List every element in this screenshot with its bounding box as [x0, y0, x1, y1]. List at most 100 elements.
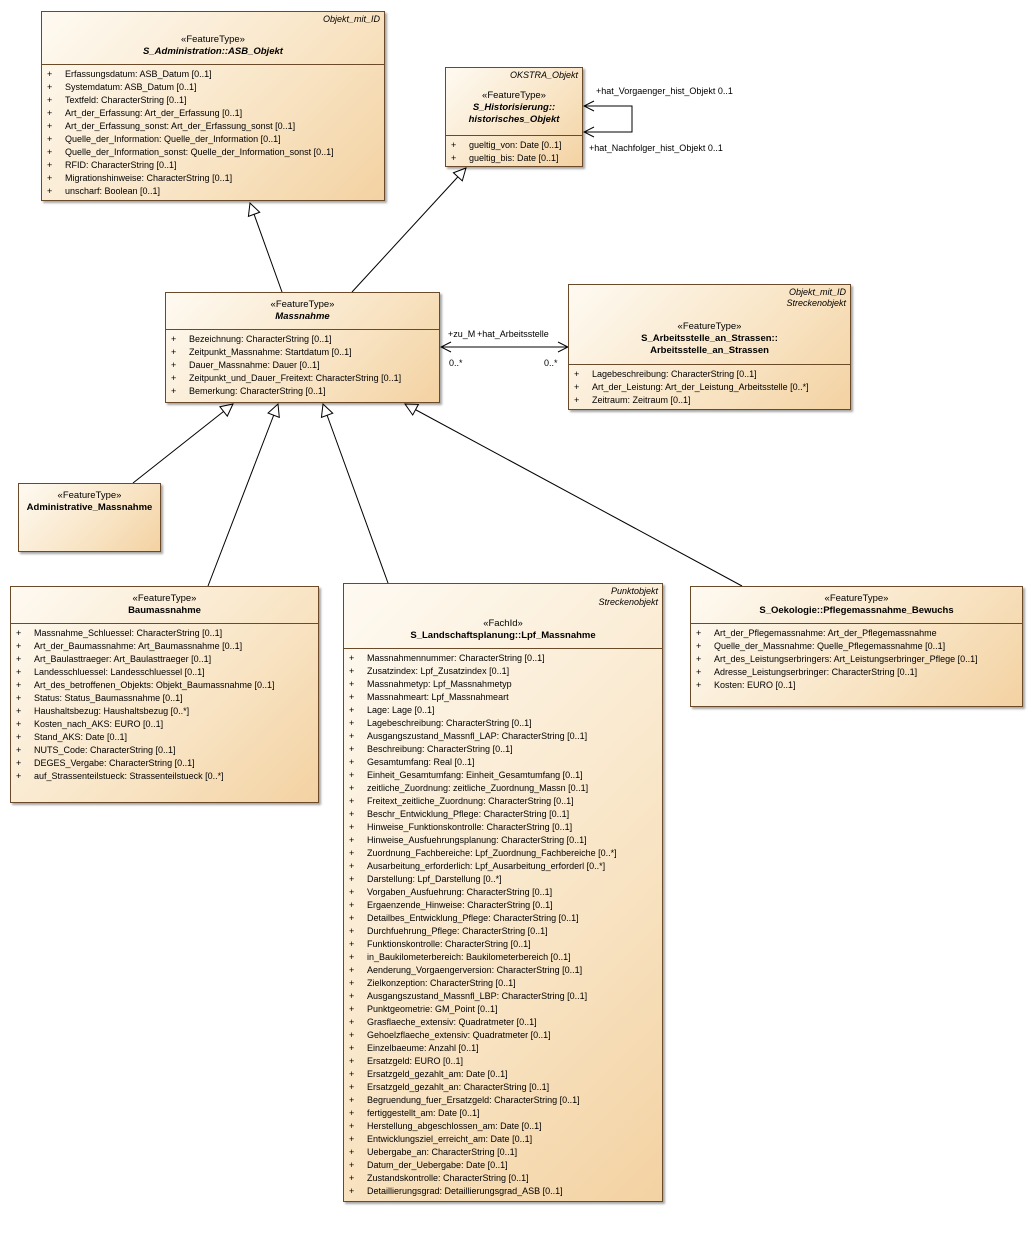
attribute-row: +Lage: Lage [0..1]: [344, 704, 662, 717]
generalization-admin-massnahme: [132, 404, 233, 484]
class-massnahme[interactable]: «FeatureType» Massnahme +Bezeichnung: Ch…: [165, 292, 440, 403]
visibility-marker: +: [47, 173, 53, 183]
attribute-row: +Detailbes_Entwicklung_Pflege: Character…: [344, 912, 662, 925]
attribute-row: +fertiggestellt_am: Date [0..1]: [344, 1107, 662, 1120]
attribute-text: RFID: CharacterString [0..1]: [65, 160, 177, 170]
attribute-text: Art_der_Erfassung: Art_der_Erfassung [0.…: [65, 108, 243, 118]
attribute-row: +Quelle_der_Information_sonst: Quelle_de…: [42, 146, 384, 159]
attribute-row: +Quelle_der_Massnahme: Quelle_Pflegemass…: [691, 640, 1022, 653]
association-self-historisierung: [584, 105, 633, 132]
attribute-row: +Punktgeometrie: GM_Point [0..1]: [344, 1003, 662, 1016]
class-lpf-massnahme[interactable]: Punktobjekt Streckenobjekt «FachId» S_La…: [343, 583, 663, 1202]
visibility-marker: +: [171, 347, 177, 357]
attribute-text: Haushaltsbezug: Haushaltsbezug [0..*]: [34, 706, 190, 716]
attribute-row: +Art_des_Leistungserbringers: Art_Leistu…: [691, 653, 1022, 666]
attribute-row: + Textfeld: CharacterString [0..1]: [42, 94, 384, 107]
attribute-text: Uebergabe_an: CharacterString [0..1]: [367, 1147, 518, 1157]
attribute-text: Gesamtumfang: Real [0..1]: [367, 757, 475, 767]
visibility-marker: +: [171, 360, 177, 370]
visibility-marker: +: [16, 745, 22, 755]
class-name-line1: S_Arbeitsstelle_an_Strassen::: [641, 333, 778, 344]
attribute-row: +Durchfuehrung_Pflege: CharacterString […: [344, 925, 662, 938]
attribute-row: + Ersatzgeld: EURO [0..1]: [344, 1055, 662, 1068]
attribute-row: +Kosten: EURO [0..1]: [691, 679, 1022, 692]
attribute-row: + Darstellung: Lpf_Darstellung [0..*]: [344, 873, 662, 886]
visibility-marker: +: [349, 770, 355, 780]
attribute-text: DEGES_Vergabe: CharacterString [0..1]: [34, 758, 195, 768]
attribute-row: + Gesamtumfang: Real [0..1]: [344, 756, 662, 769]
attribute-text: Kosten: EURO [0..1]: [714, 680, 796, 690]
attribute-row: +Lagebeschreibung: CharacterString [0..1…: [344, 717, 662, 730]
visibility-marker: +: [349, 913, 355, 923]
visibility-marker: +: [349, 1082, 355, 1092]
attribute-row: +Massnahmetyp: Lpf_Massnahmetyp: [344, 678, 662, 691]
attribute-text: Art_Baulasttraeger: Art_Baulasttraeger […: [34, 654, 212, 664]
visibility-marker: +: [574, 395, 580, 405]
visibility-marker: +: [349, 705, 355, 715]
class-tag-line1: Objekt_mit_ID: [788, 287, 846, 297]
attribute-row: +Bemerkung: CharacterString [0..1]: [166, 385, 439, 398]
attribute-row: +zeitliche_Zuordnung: zeitliche_Zuordnun…: [344, 782, 662, 795]
visibility-marker: +: [47, 160, 53, 170]
attribute-row: +Uebergabe_an: CharacterString [0..1]: [344, 1146, 662, 1159]
class-baumassnahme[interactable]: «FeatureType» Baumassnahme +Massnahme_Sc…: [10, 586, 319, 803]
attribute-row: +Beschr_Entwicklung_Pflege: CharacterStr…: [344, 808, 662, 821]
class-arbeitsstelle-an-strassen[interactable]: Objekt_mit_ID Streckenobjekt «FeatureTyp…: [568, 284, 851, 410]
visibility-marker: +: [349, 1056, 355, 1066]
visibility-marker: +: [47, 69, 53, 79]
visibility-marker: +: [16, 628, 22, 638]
attribute-text: gueltig_bis: Date [0..1]: [469, 153, 559, 163]
attribute-text: Art_des_Leistungserbringers: Art_Leistun…: [714, 654, 978, 664]
attribute-list: +gueltig_von: Date [0..1]+gueltig_bis: D…: [446, 135, 582, 165]
attribute-text: in_Baukilometerbereich: Baukilometerbere…: [367, 952, 571, 962]
attribute-text: Ersatzgeld: EURO [0..1]: [367, 1056, 464, 1066]
attribute-row: + Migrationshinweise: CharacterString [0.…: [42, 172, 384, 185]
role-label-vorgaenger: +hat_Vorgaenger_hist_Objekt 0..1: [596, 86, 733, 96]
attribute-text: Adresse_Leistungserbringer: CharacterStr…: [714, 667, 918, 677]
attribute-text: Art_der_Leistung: Art_der_Leistung_Arbei…: [592, 382, 809, 392]
visibility-marker: +: [349, 887, 355, 897]
attribute-text: gueltig_von: Date [0..1]: [469, 140, 562, 150]
visibility-marker: +: [349, 874, 355, 884]
attribute-text: Migrationshinweise: CharacterString [0..…: [65, 173, 233, 183]
attribute-row: +Zustandskontrolle: CharacterString [0..…: [344, 1172, 662, 1185]
attribute-text: Funktionskontrolle: CharacterString [0..…: [367, 939, 531, 949]
attribute-row: +Art_der_Erfassung_sonst: Art_der_Erfass…: [42, 120, 384, 133]
attribute-row: +Ausgangszustand_Massnfl_LAP: CharacterS…: [344, 730, 662, 743]
attribute-text: Einheit_Gesamtumfang: Einheit_Gesamtumfa…: [367, 770, 583, 780]
visibility-marker: +: [349, 848, 355, 858]
class-administrative-massnahme[interactable]: «FeatureType» Administrative_Massnahme: [18, 483, 161, 552]
attribute-row: +Begruendung_fuer_Ersatzgeld: CharacterS…: [344, 1094, 662, 1107]
attribute-text: Massnahmeart: Lpf_Massnahmeart: [367, 692, 509, 702]
attribute-text: Textfeld: CharacterString [0..1]: [65, 95, 187, 105]
class-name-line2: historisches_Objekt: [468, 114, 560, 125]
visibility-marker: +: [47, 95, 53, 105]
visibility-marker: +: [696, 641, 702, 651]
visibility-marker: +: [16, 771, 22, 781]
attribute-text: Beschreibung: CharacterString [0..1]: [367, 744, 513, 754]
attribute-text: Detaillierungsgrad: Detaillierungsgrad_A…: [367, 1186, 563, 1196]
attribute-row: +Ausgangszustand_Massnfl_LBP: CharacterS…: [344, 990, 662, 1003]
visibility-marker: +: [349, 1121, 355, 1131]
attribute-text: Ausgangszustand_Massnfl_LAP: CharacterSt…: [367, 731, 588, 741]
attribute-row: +Massnahmennummer: CharacterString [0..1…: [344, 652, 662, 665]
stereotype: «FeatureType»: [132, 593, 197, 604]
visibility-marker: +: [349, 861, 355, 871]
class-historisches-objekt[interactable]: OKSTRA_Objekt «FeatureType» S_Historisie…: [445, 67, 583, 167]
visibility-marker: +: [349, 783, 355, 793]
visibility-marker: +: [349, 757, 355, 767]
attribute-text: Art_der_Pflegemassnahme: Art_der_Pflegem…: [714, 628, 937, 638]
class-pflegemassnahme-bewuchs[interactable]: «FeatureType» S_Oekologie::Pflegemassnah…: [690, 586, 1023, 707]
class-tag-line2: Streckenobjekt: [786, 298, 846, 308]
visibility-marker: +: [16, 680, 22, 690]
attribute-row: +Einzelbaeume: Anzahl [0..1]: [344, 1042, 662, 1055]
attribute-text: Darstellung: Lpf_Darstellung [0..*]: [367, 874, 502, 884]
attribute-text: Art_des_betroffenen_Objekts: Objekt_Baum…: [34, 680, 275, 690]
attribute-row: +Aenderung_Vorgaengerversion: CharacterS…: [344, 964, 662, 977]
attribute-text: unscharf: Boolean [0..1]: [65, 186, 161, 196]
visibility-marker: +: [349, 1160, 355, 1170]
visibility-marker: +: [16, 706, 22, 716]
class-asb-objekt[interactable]: Objekt_mit_ID «FeatureType» S_Administra…: [41, 11, 385, 201]
attribute-text: Zeitpunkt_Massnahme: Startdatum [0..1]: [189, 347, 352, 357]
